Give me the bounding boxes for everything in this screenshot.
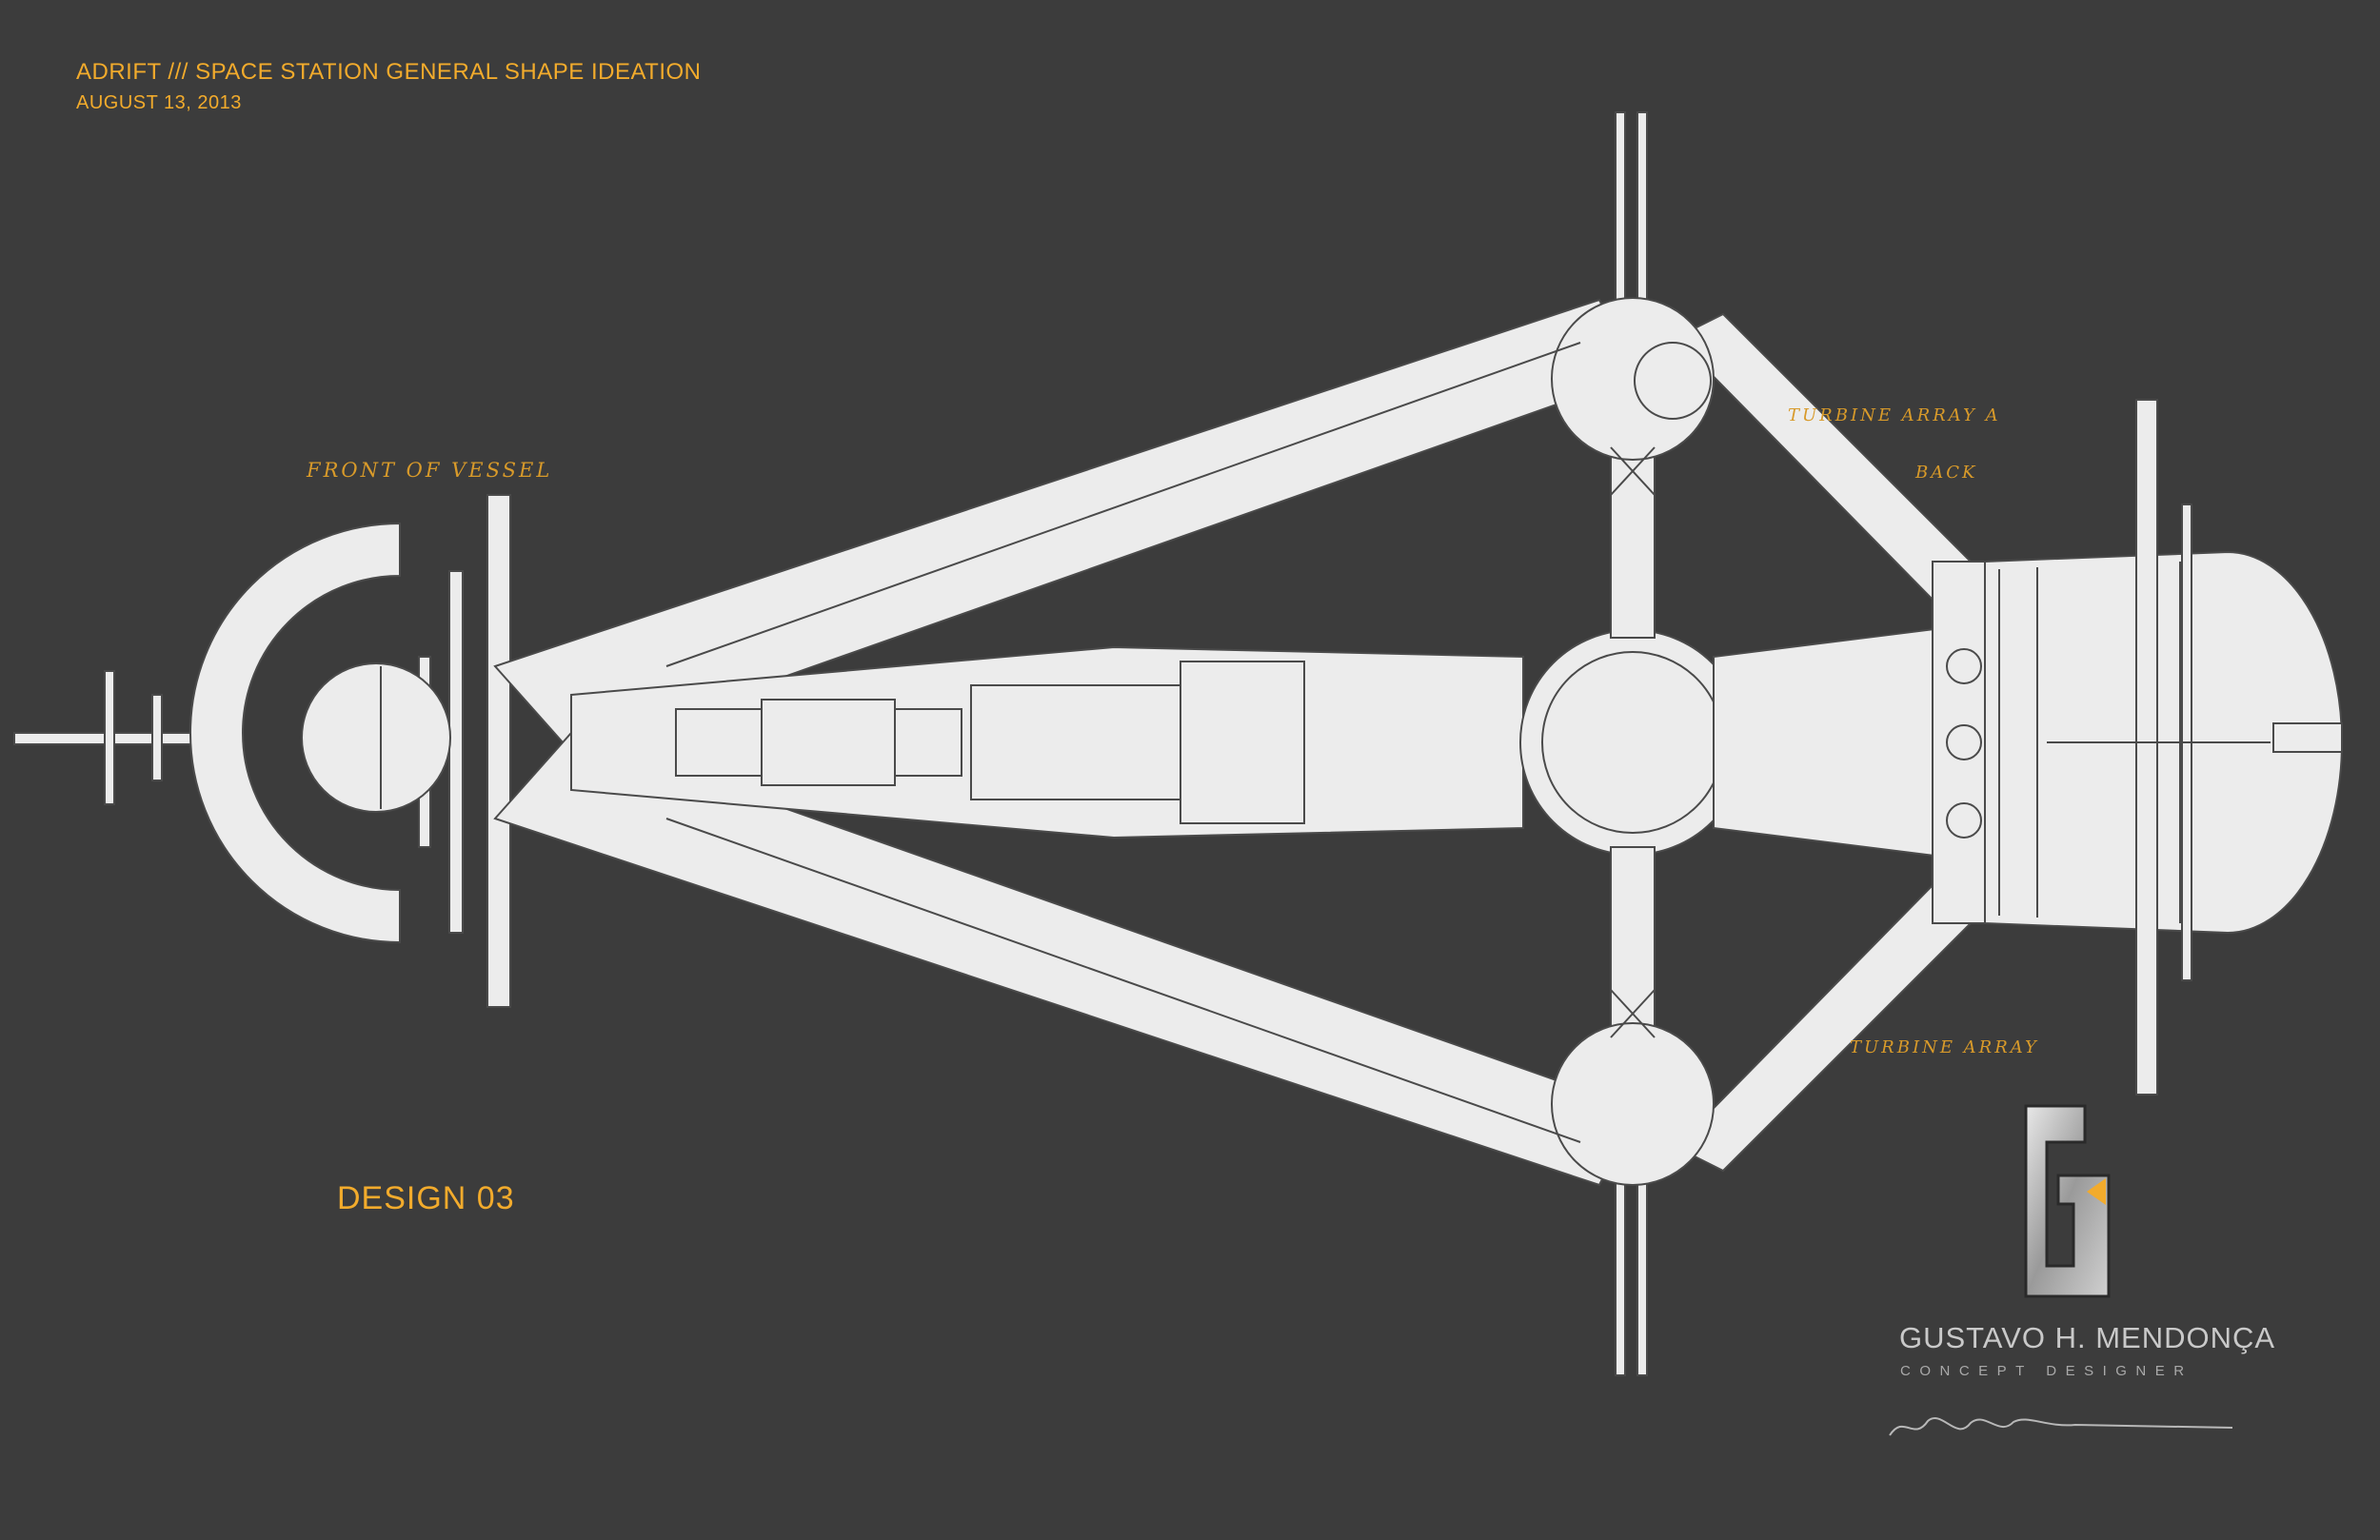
sheet-title: ADRIFT /// SPACE STATION GENERAL SHAPE I…	[76, 59, 702, 85]
designer-name: GUSTAVO H. MENDONÇA	[1899, 1321, 2276, 1354]
sheet-date: AUGUST 13, 2013	[76, 92, 242, 113]
turbine-array-a-note: Turbine array A	[1788, 405, 2001, 425]
front-of-vessel-note: Front of vessel	[307, 459, 553, 482]
back-note: Back	[1915, 463, 1978, 483]
turbine-array-note: Turbine array	[1850, 1037, 2039, 1057]
designer-role: CONCEPT DESIGNER	[1900, 1363, 2193, 1379]
design-label: DESIGN 03	[337, 1180, 515, 1216]
